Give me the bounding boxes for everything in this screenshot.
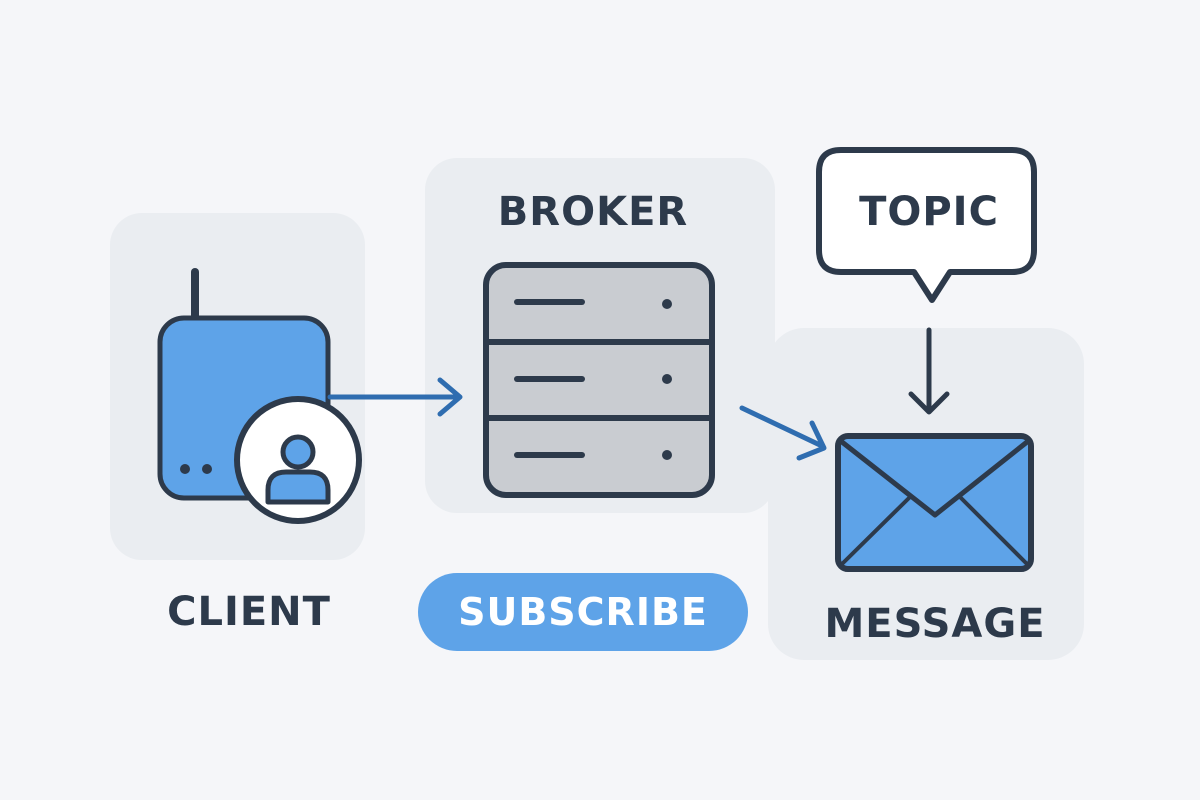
message-label: MESSAGE xyxy=(824,601,1046,647)
subscribe-button[interactable]: SUBSCRIBE xyxy=(418,573,748,651)
speech-bubble-icon xyxy=(816,147,1037,303)
broker-label: BROKER xyxy=(497,189,689,235)
broker-to-message-arrow xyxy=(739,405,827,461)
client-label: CLIENT xyxy=(167,589,331,635)
envelope-icon xyxy=(835,433,1034,572)
user-avatar-icon xyxy=(234,396,362,524)
topic-label: TOPIC xyxy=(859,189,999,235)
topic-to-message-arrow xyxy=(908,327,950,415)
server-stack-icon xyxy=(483,262,715,498)
client-to-broker-arrow xyxy=(327,377,463,417)
